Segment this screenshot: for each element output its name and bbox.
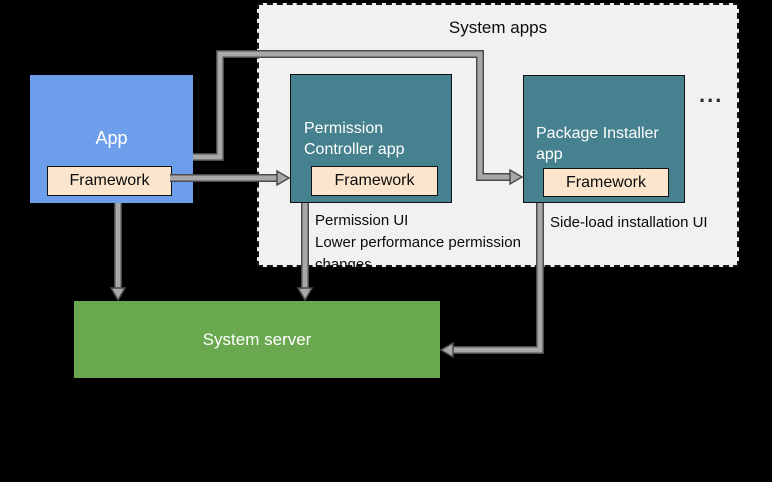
connector-app-to-system-server [109, 203, 127, 302]
arrowhead-down-icon [109, 287, 127, 302]
package-installer-framework-label: Framework [565, 173, 646, 191]
arrowhead-down-icon [296, 287, 314, 302]
system-server-box: System server [74, 301, 440, 378]
package-installer-box: Package Installer app Framework [523, 75, 685, 203]
app-box: App Framework [30, 75, 193, 203]
arrowhead-left-icon [439, 341, 454, 359]
permission-controller-note: Permission UI Lower performance permissi… [315, 210, 533, 276]
permission-controller-framework-box: Framework [311, 166, 438, 196]
app-box-label: App [95, 128, 128, 148]
system-apps-title: System apps [448, 18, 548, 37]
package-installer-label: Package Installer app [536, 125, 659, 163]
system-server-label: System server [202, 329, 312, 349]
permission-note-line2: Lower performance permission changes [315, 234, 521, 273]
permission-controller-box: Permission Controller app Framework [290, 74, 452, 203]
permission-controller-label: Permission Controller app [304, 120, 405, 158]
app-framework-label: Framework [69, 172, 150, 189]
package-installer-framework-box: Framework [543, 168, 669, 197]
permission-controller-framework-label: Framework [334, 172, 415, 189]
more-apps-ellipsis: ... [699, 82, 724, 107]
package-installer-note: Side-load installation UI [550, 214, 708, 231]
app-framework-box: Framework [47, 166, 172, 196]
permission-note-line1: Permission UI [315, 212, 409, 229]
